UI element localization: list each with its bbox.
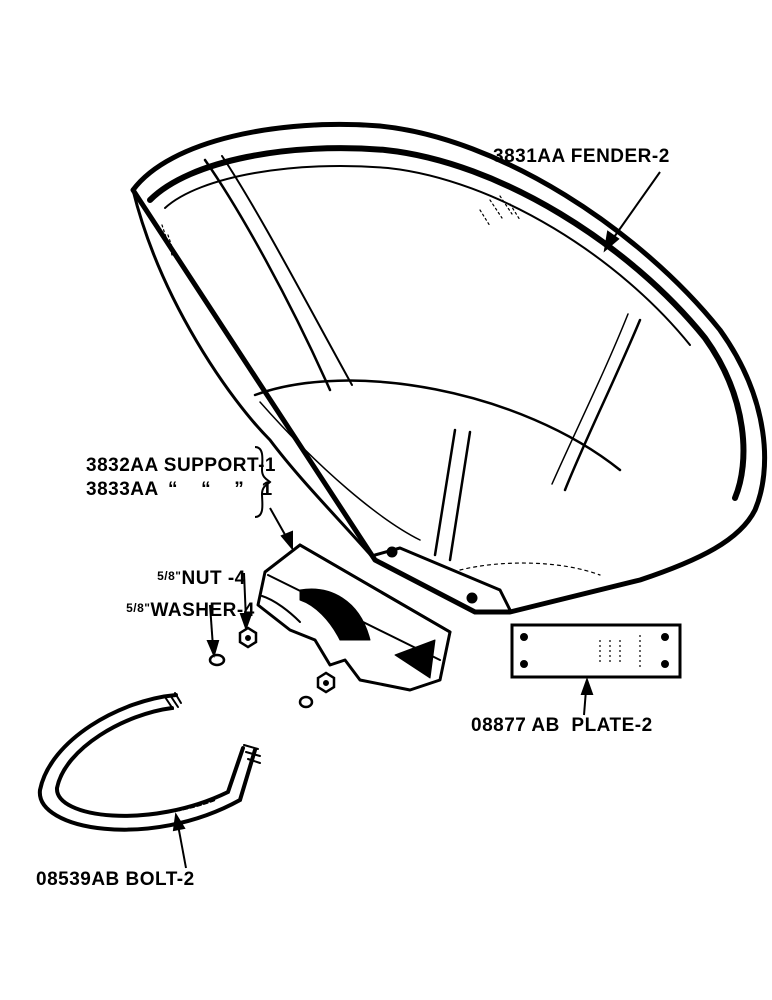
support-label-2-part: 3833AA (86, 479, 159, 500)
nut-text: NUT -4 (181, 568, 246, 589)
washer-text: WASHER-4 (150, 600, 255, 621)
hardware-drawing (208, 626, 336, 709)
plate-label: 08877 AB PLATE-2 (471, 715, 653, 736)
fender-label: 3831AA FENDER-2 (493, 146, 670, 167)
u-bolt-drawing (37, 692, 261, 832)
nut-size: 5/8" (157, 569, 182, 583)
support-label-2-ditto: “ “ ” 1 (168, 479, 273, 500)
leader-arrows (172, 171, 661, 869)
washer-label: 5/8"WASHER-4 (103, 582, 255, 639)
support-label-1: 3832AA SUPPORT-1 (86, 455, 276, 476)
plate-drawing (510, 623, 682, 679)
support-label-brace (254, 446, 272, 518)
bolt-label: 08539AB BOLT-2 (36, 869, 195, 890)
support-drawing (256, 543, 452, 692)
fender-drawing (130, 121, 768, 615)
nut-label: 5/8"NUT -4 (134, 550, 246, 607)
washer-size: 5/8" (126, 601, 151, 615)
